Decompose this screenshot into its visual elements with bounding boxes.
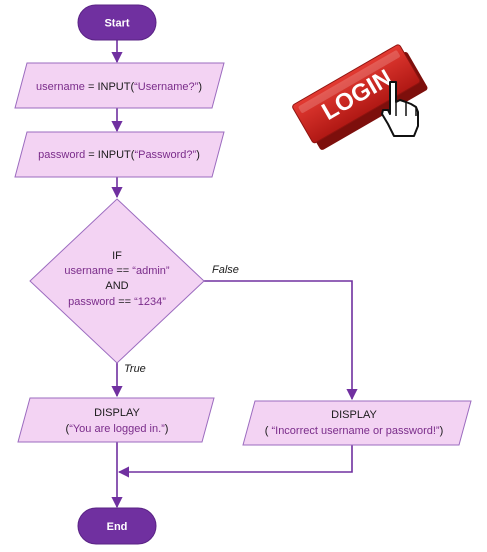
decision-condition-password: password == “1234” (68, 296, 166, 308)
arrow-decision-false (204, 280, 358, 401)
display-error-title: DISPLAY (331, 409, 377, 421)
start-terminal: Start (77, 4, 157, 41)
decision-diamond: IF username == “admin” AND password == “… (29, 198, 205, 364)
input-password-text: password = INPUT(“Password?”) (38, 149, 200, 161)
decision-condition-username: username == “admin” (64, 265, 170, 277)
display-error-message: ( “Incorrect username or password!”) (265, 425, 444, 437)
input-username-box: username = INPUT(“Username?”) (14, 62, 225, 109)
end-terminal: End (77, 507, 157, 545)
input-username-text: username = INPUT(“Username?”) (36, 81, 202, 93)
true-branch-label: True (124, 363, 146, 375)
end-label: End (107, 521, 128, 533)
decision-and: AND (105, 280, 128, 292)
arrow-display-false-merge (117, 445, 353, 478)
start-label: Start (104, 18, 129, 30)
display-success-title: DISPLAY (94, 407, 140, 419)
display-success-message: (“You are logged in.”) (66, 423, 169, 435)
input-password-box: password = INPUT(“Password?”) (14, 131, 225, 178)
hand-pointer-icon (381, 81, 419, 137)
display-success-box: DISPLAY (“You are logged in.”) (17, 397, 215, 443)
login-key-illustration: LOGIN (292, 44, 428, 150)
false-branch-label: False (212, 264, 239, 276)
display-error-box: DISPLAY ( “Incorrect username or passwor… (242, 400, 472, 446)
decision-if: IF (112, 250, 122, 262)
connectors (111, 40, 358, 509)
